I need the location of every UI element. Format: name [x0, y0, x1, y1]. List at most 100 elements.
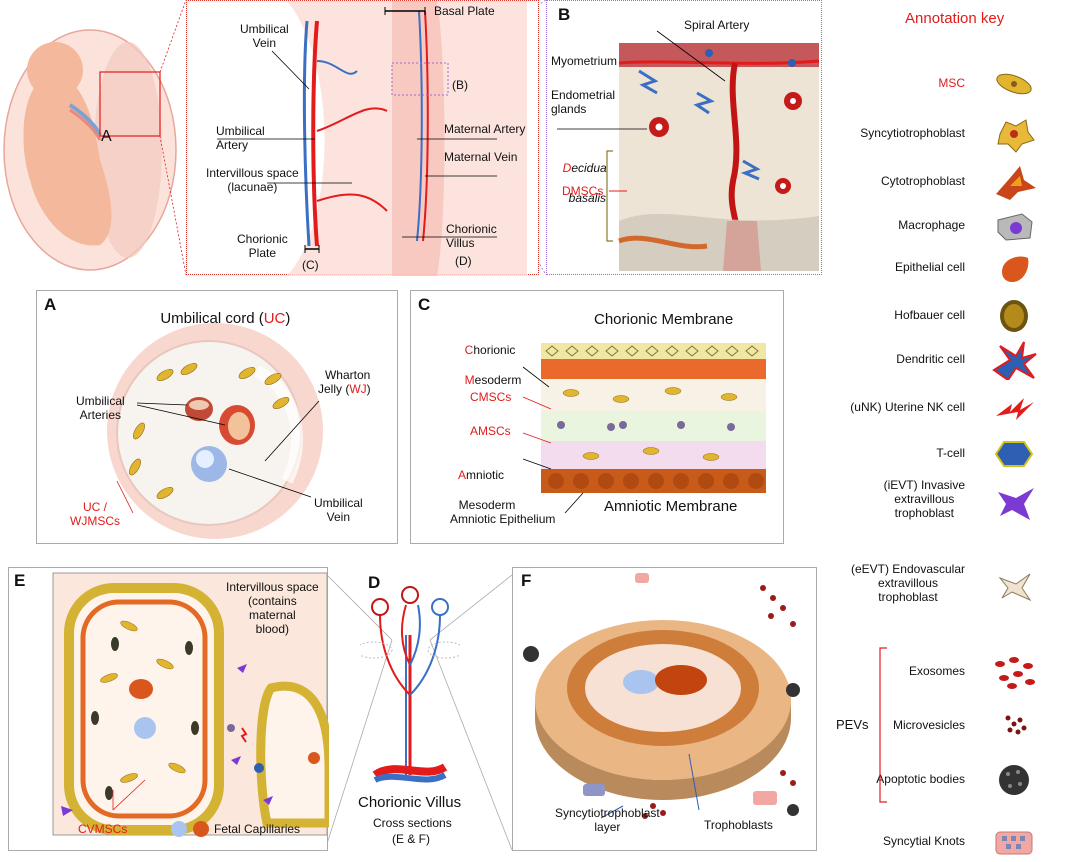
chorionic-mesoderm-label: Chorionic Mesoderm [458, 328, 522, 388]
chorionic-villus-tree [360, 586, 460, 783]
amniotic-mesoderm-word: Mesoderm [458, 498, 516, 512]
panel-a-letter: A [44, 295, 57, 314]
key-item-label: (uNK) Uterine NK cell [850, 400, 965, 414]
wharton-jelly-abbr: WJ [349, 382, 367, 396]
msc-icon [996, 73, 1032, 95]
panel-c-letter: C [418, 295, 431, 314]
spiral-artery-label: Spiral Artery [684, 18, 750, 32]
marker-d-label: (D) [455, 254, 472, 268]
intervillous-space-e-label: Intervillous space (contains maternal bl… [226, 580, 319, 636]
placenta-drawing [217, 1, 527, 276]
umbilical-arteries-label: Umbilical Arteries [76, 394, 125, 422]
umbilical-artery-label: Umbilical Artery [216, 124, 265, 152]
umbilical-cord-title-prefix: Umbilical cord ( [160, 310, 264, 327]
annotation-key-title: Annotation key [905, 10, 1005, 27]
key-item: (iEVT) Invasive extravillous trophoblast [840, 478, 1055, 522]
mesoderm-letter-m: M [464, 373, 475, 387]
maternal-artery-label: Maternal Artery [444, 122, 526, 136]
key-item-label: Hofbauer cell [894, 308, 965, 322]
key-item-label: Epithelial cell [894, 260, 965, 274]
basalis-word: basalis [568, 191, 607, 205]
wharton-jelly-label: Wharton Jelly (WJ) [318, 354, 371, 396]
panel-e-letter: E [14, 571, 26, 590]
decidua-drawing [557, 30, 820, 272]
t-cell-icon [994, 441, 1034, 467]
key-item: MSC [840, 64, 1055, 104]
ef-label: (E & F) [392, 832, 430, 846]
epithelial-cell-icon [1002, 256, 1029, 282]
umbilical-vein-label: Umbilical Vein [240, 22, 289, 50]
key-item: Epithelial cell [840, 248, 1055, 288]
maternal-vein-label: Maternal Vein [444, 150, 518, 164]
key-item-label: Macrophage [898, 218, 965, 232]
key-item: Microvesicles [840, 706, 1055, 746]
basal-plate-label: Basal Plate [434, 4, 495, 18]
panel-a-umbilical-vein-label: Umbilical Vein [314, 496, 363, 524]
eevt-icon [998, 573, 1032, 602]
cross-sections-label: Cross sections [373, 816, 452, 830]
amniotic-mesoderm-label: Amniotic Mesoderm [452, 453, 515, 513]
placenta-panel [186, 0, 539, 276]
pevs-label: PEVs [836, 717, 869, 732]
chorionic-word-rest: horionic [473, 343, 516, 357]
decidua-letter-d: D [562, 161, 572, 175]
key-item: Cytotrophoblast [840, 162, 1055, 202]
trophoblasts-label: Trophoblasts [704, 818, 773, 832]
amniotic-epithelium-label: Amniotic Epithelium [450, 512, 556, 526]
chorionic-villus-title: Chorionic Villus [358, 794, 462, 811]
key-item: Hofbauer cell [840, 296, 1055, 336]
umbilical-cord-title-suffix: ) [285, 310, 291, 327]
key-item-label: Cytotrophoblast [880, 174, 965, 188]
key-item: Apoptotic bodies [840, 760, 1055, 800]
syncytiotrophoblast-icon [997, 119, 1035, 153]
cytotrophoblast-icon [996, 166, 1036, 200]
chorionic-plate-label: Chorionic Plate [237, 232, 288, 260]
fetal-capillaries-label: Fetal Capillaries [214, 822, 301, 836]
chorionic-villus-label: Chorionic Villus [446, 222, 497, 250]
panel-d-letter: D [368, 573, 381, 592]
chorionic-membrane-label: Chorionic Membrane [594, 311, 734, 328]
wharton-jelly-prefix: Wharton Jelly ( [318, 368, 371, 396]
cvmscs-label: CVMSCs [78, 822, 128, 836]
key-item: (eEVT) Endovascular extravillous trophob… [840, 562, 1055, 606]
key-item-label: (eEVT) Endovascular extravillous trophob… [850, 562, 965, 604]
key-item: Macrophage [840, 206, 1055, 246]
key-item-label: MSC [938, 76, 965, 90]
panel-a [36, 290, 398, 544]
syncytial-knots-icon [995, 831, 1033, 855]
umbilical-cord-drawing [107, 323, 323, 539]
panel-f [512, 567, 817, 851]
marker-b-label: (B) [452, 78, 468, 92]
key-item-label: T-cell [936, 446, 965, 460]
macrophage-icon [997, 213, 1033, 241]
wharton-jelly-suffix: ) [366, 382, 371, 396]
exosomes-icon [995, 657, 1035, 689]
key-item-label: Exosomes [908, 664, 965, 678]
amscs-label: AMSCs [470, 424, 511, 438]
apoptotic-bodies-icon [999, 765, 1029, 795]
key-item-label: (iEVT) Invasive extravillous trophoblast [883, 478, 965, 520]
key-item: Syncytial Knots [840, 822, 1055, 862]
umbilical-cord-title: Umbilical cord (UC) [152, 298, 290, 326]
fetus-label-a: A [101, 128, 112, 145]
panel-b-letter: B [558, 5, 571, 24]
cmscs-label: CMSCs [470, 390, 512, 404]
key-item-label: Microvesicles [892, 718, 965, 732]
panel-f-letter: F [521, 571, 532, 590]
endometrial-glands-label: Endometrial glands [551, 88, 616, 116]
mesoderm-word-rest: esoderm [474, 373, 522, 387]
fetus-illustration [3, 29, 177, 271]
decidua-word-rest: ecidua [571, 161, 607, 175]
unk-cell-icon [996, 398, 1034, 420]
key-item-label: Syncytiotrophoblast [860, 126, 965, 140]
key-item: Syncytiotrophoblast [840, 114, 1055, 154]
intervillous-space-label: Intervillous space (lacunae) [206, 166, 299, 194]
key-item-label: Apoptotic bodies [876, 772, 965, 786]
chorionic-letter-c: C [464, 343, 474, 357]
villus-3d-section-f [523, 573, 800, 819]
key-item: Dendritic cell [840, 340, 1055, 380]
key-item: T-cell [840, 434, 1055, 474]
panel-e [8, 567, 329, 851]
key-item-label: Dendritic cell [896, 352, 965, 366]
syncytiotrophoblast-layer-label: Syncytiotrophoblast layer [555, 806, 660, 834]
